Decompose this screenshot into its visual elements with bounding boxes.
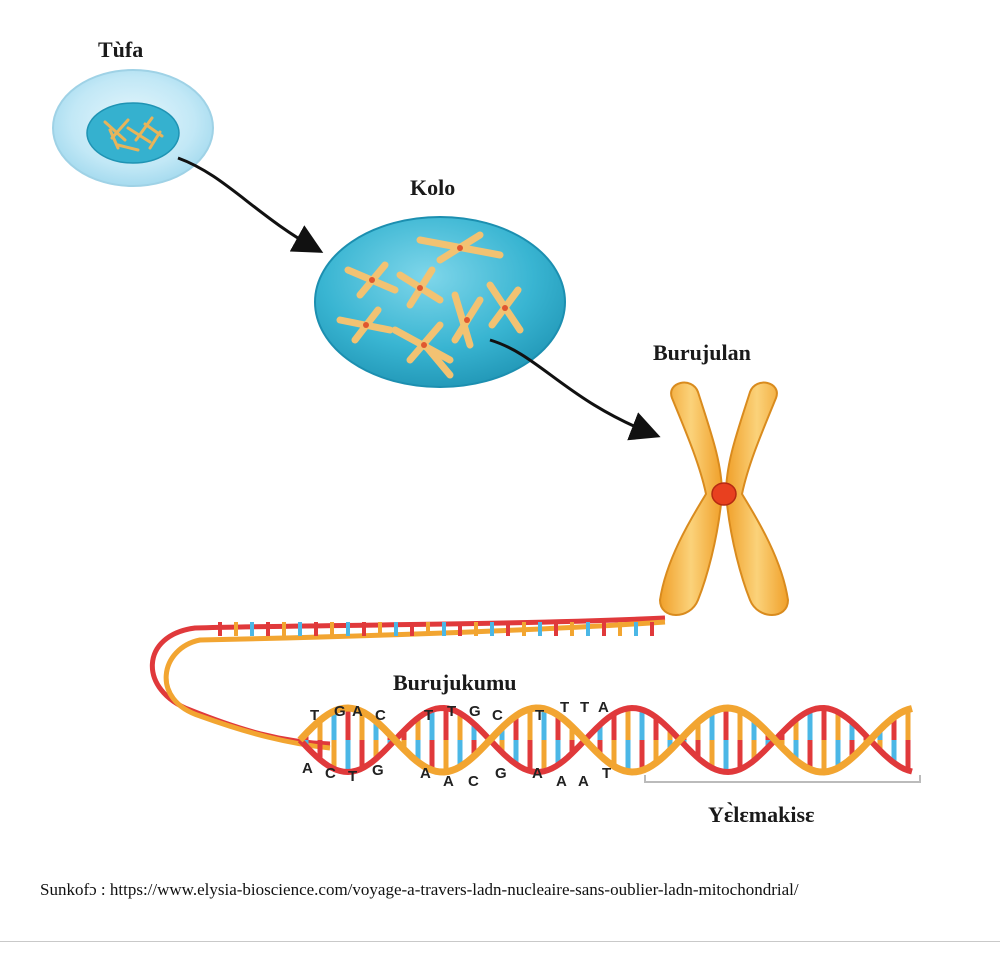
- dna-base-letter: C: [468, 773, 479, 790]
- dna-base-letter: A: [532, 765, 543, 782]
- dna-base-letter: A: [598, 699, 609, 716]
- dna-base-letter: C: [375, 707, 386, 724]
- dna-base-letter: G: [334, 703, 346, 720]
- nucleus-illustration: [314, 216, 566, 388]
- cell-illustration: [52, 69, 214, 187]
- dna-base-letter: A: [443, 773, 454, 790]
- dna-base-letter: T: [447, 703, 456, 720]
- dna-base-letter: A: [302, 760, 313, 777]
- dna-base-letter: A: [420, 765, 431, 782]
- arrow-nucleus-to-chromosome: [489, 338, 661, 441]
- dna-base-letter: G: [495, 765, 507, 782]
- dna-base-letter: T: [602, 765, 611, 782]
- arrow-cell-to-nucleus: [177, 156, 324, 253]
- gene-bracket: [644, 775, 921, 783]
- dna-base-letter: A: [352, 703, 363, 720]
- dna-base-letter: A: [578, 773, 589, 790]
- bottom-divider: [0, 941, 1000, 942]
- dna-base-letter: A: [556, 773, 567, 790]
- dna-base-letter: G: [372, 762, 384, 779]
- chromosome-label: Burujulan: [653, 340, 751, 365]
- dna-base-letter: C: [325, 765, 336, 782]
- dna-base-letter: T: [348, 768, 357, 785]
- cell-label: Tùfa: [98, 37, 143, 62]
- dna-base-letter: C: [492, 707, 503, 724]
- dna-base-letter: T: [560, 699, 569, 716]
- chromosome-illustration: [658, 381, 790, 616]
- dna-double-helix: [149, 615, 913, 776]
- dna-label: Burujukumu: [393, 670, 517, 695]
- gene-label: Yɛ̀lɛmakisɛ: [708, 802, 815, 827]
- dna-base-letter: T: [424, 707, 433, 724]
- dna-base-letter: T: [535, 707, 544, 724]
- source-prefix: Sunkofɔ :: [40, 880, 110, 899]
- dna-base-letter: G: [469, 703, 481, 720]
- dna-base-letter: T: [310, 707, 319, 724]
- source-caption: Sunkofɔ : https://www.elysia-bioscience.…: [40, 880, 799, 900]
- nucleus-label: Kolo: [410, 175, 455, 200]
- source-url[interactable]: https://www.elysia-bioscience.com/voyage…: [109, 880, 799, 899]
- dna-base-letter: T: [580, 699, 589, 716]
